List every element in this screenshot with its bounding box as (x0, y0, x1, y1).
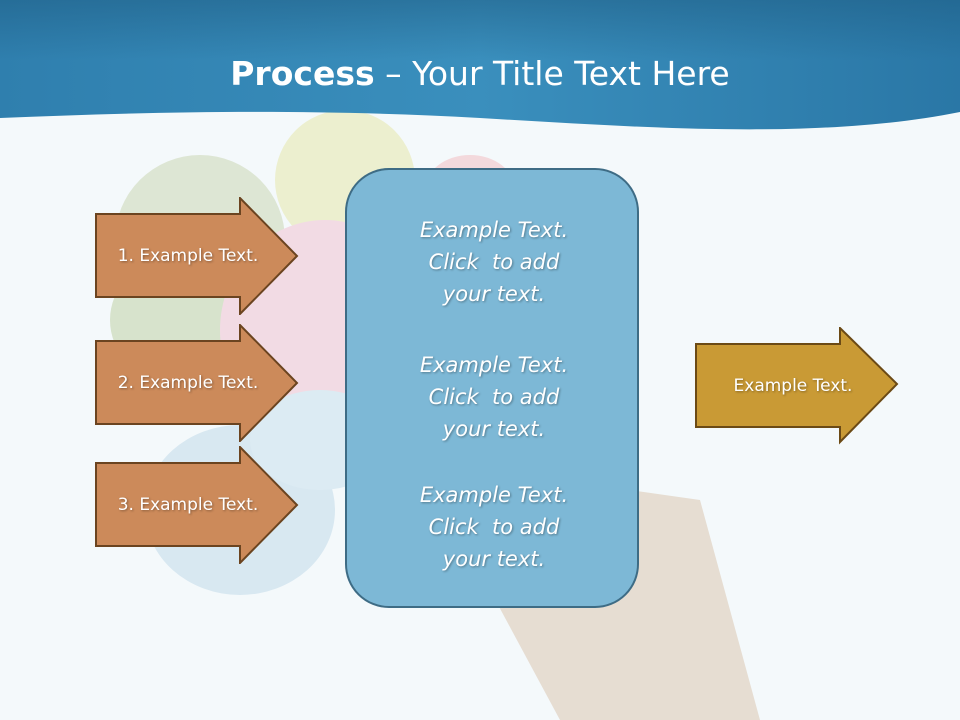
input-arrow-1-label: 1. Example Text. (117, 246, 259, 266)
input-arrow-1[interactable]: 1. Example Text. (95, 197, 299, 315)
title-rest: – Your Title Text Here (374, 54, 730, 93)
center-text-block-3[interactable]: Example Text. Click to add your text. (419, 483, 569, 571)
center-text-block-1[interactable]: Example Text. Click to add your text. (419, 218, 569, 306)
center-text-block-2[interactable]: Example Text. Click to add your text. (419, 353, 569, 441)
output-arrow-label: Example Text. (733, 376, 853, 396)
slide-title: Process – Your Title Text Here (0, 52, 960, 96)
input-arrow-2[interactable]: 2. Example Text. (95, 324, 299, 442)
center-process-box[interactable]: Example Text. Click to add your text. Ex… (345, 168, 639, 608)
title-bold: Process (230, 54, 375, 93)
output-arrow[interactable]: Example Text. (695, 327, 899, 445)
input-arrow-2-label: 2. Example Text. (117, 373, 259, 393)
input-arrow-3-label: 3. Example Text. (117, 495, 259, 515)
input-arrow-3[interactable]: 3. Example Text. (95, 446, 299, 564)
